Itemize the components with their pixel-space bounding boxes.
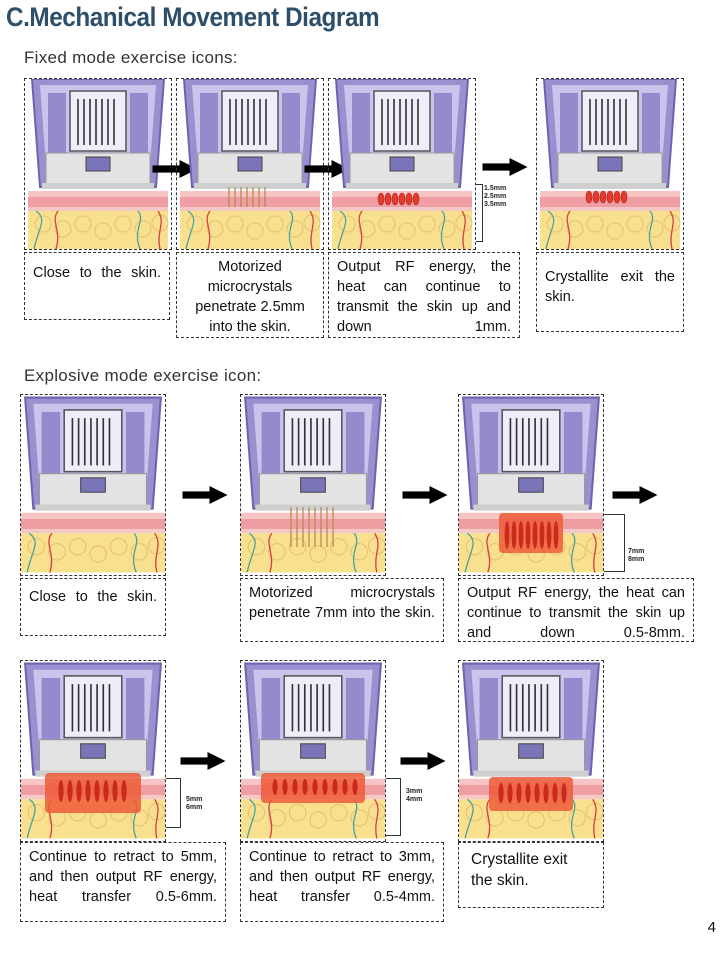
fixed-step-4-image xyxy=(536,78,684,250)
explosive-step-3-marks: 7mm 8mm xyxy=(628,548,644,564)
depth-mark: 2.5mm xyxy=(484,193,507,200)
explosive-step-4-caption: Continue to retract to 5mm, and then out… xyxy=(20,842,226,922)
explosive-step-2-caption: Motorized microcrystals penetrate 7mm in… xyxy=(240,578,444,642)
page-number: 4 xyxy=(707,919,716,936)
explosive-step-4-marks: 5mm 6mm xyxy=(186,796,202,812)
arrow-icon xyxy=(612,486,658,504)
depth-bracket xyxy=(386,778,401,836)
arrow-icon xyxy=(180,752,226,770)
fixed-depth-marks: 1.5mm 2.5mm 3.5mm xyxy=(484,185,506,209)
fixed-step-2-image xyxy=(176,78,324,250)
explosive-mode-heading: Explosive mode exercise icon: xyxy=(24,366,262,385)
fixed-step-3-caption: Output RF energy, the heat can continue … xyxy=(328,252,520,338)
depth-mark: 3.5mm xyxy=(484,201,507,208)
depth-mark: 4mm xyxy=(406,796,423,803)
depth-mark: 5mm xyxy=(186,796,203,803)
depth-mark: 6mm xyxy=(186,804,203,811)
depth-mark: 8mm xyxy=(628,556,645,563)
explosive-step-5-marks: 3mm 4mm xyxy=(406,788,422,804)
explosive-step-5-image xyxy=(240,660,386,842)
arrow-icon xyxy=(400,752,446,770)
explosive-step-1-caption: Close to the skin. xyxy=(20,578,166,636)
depth-bracket xyxy=(166,778,181,828)
fixed-step-1-caption: Close to the skin. xyxy=(24,252,170,320)
depth-mark: 7mm xyxy=(628,548,645,555)
explosive-step-3-image xyxy=(458,394,604,576)
page-title: C.Mechanical Movement Diagram xyxy=(6,2,380,32)
depth-bracket xyxy=(476,184,483,242)
depth-mark: 1.5mm xyxy=(484,185,507,192)
depth-bracket xyxy=(604,514,625,572)
fixed-step-3-image xyxy=(328,78,476,250)
fixed-mode-heading: Fixed mode exercise icons: xyxy=(24,48,238,67)
explosive-step-3-caption: Output RF energy, the heat can continue … xyxy=(458,578,694,642)
fixed-step-1-image xyxy=(24,78,172,250)
explosive-step-6-image xyxy=(458,660,604,842)
fixed-step-4-caption: Crystallite exit the skin. xyxy=(536,252,684,332)
arrow-icon xyxy=(482,158,528,176)
explosive-step-1-image xyxy=(20,394,166,576)
arrow-icon xyxy=(182,486,228,504)
depth-mark: 3mm xyxy=(406,788,423,795)
fixed-step-2-caption: Motorized microcrystals penetrate 2.5mm … xyxy=(176,252,324,338)
explosive-step-5-caption: Continue to retract to 3mm, and then out… xyxy=(240,842,444,922)
explosive-step-2-image xyxy=(240,394,386,576)
explosive-step-4-image xyxy=(20,660,166,842)
arrow-icon xyxy=(402,486,448,504)
explosive-step-6-caption: Crystallite exit the skin. xyxy=(458,842,604,908)
